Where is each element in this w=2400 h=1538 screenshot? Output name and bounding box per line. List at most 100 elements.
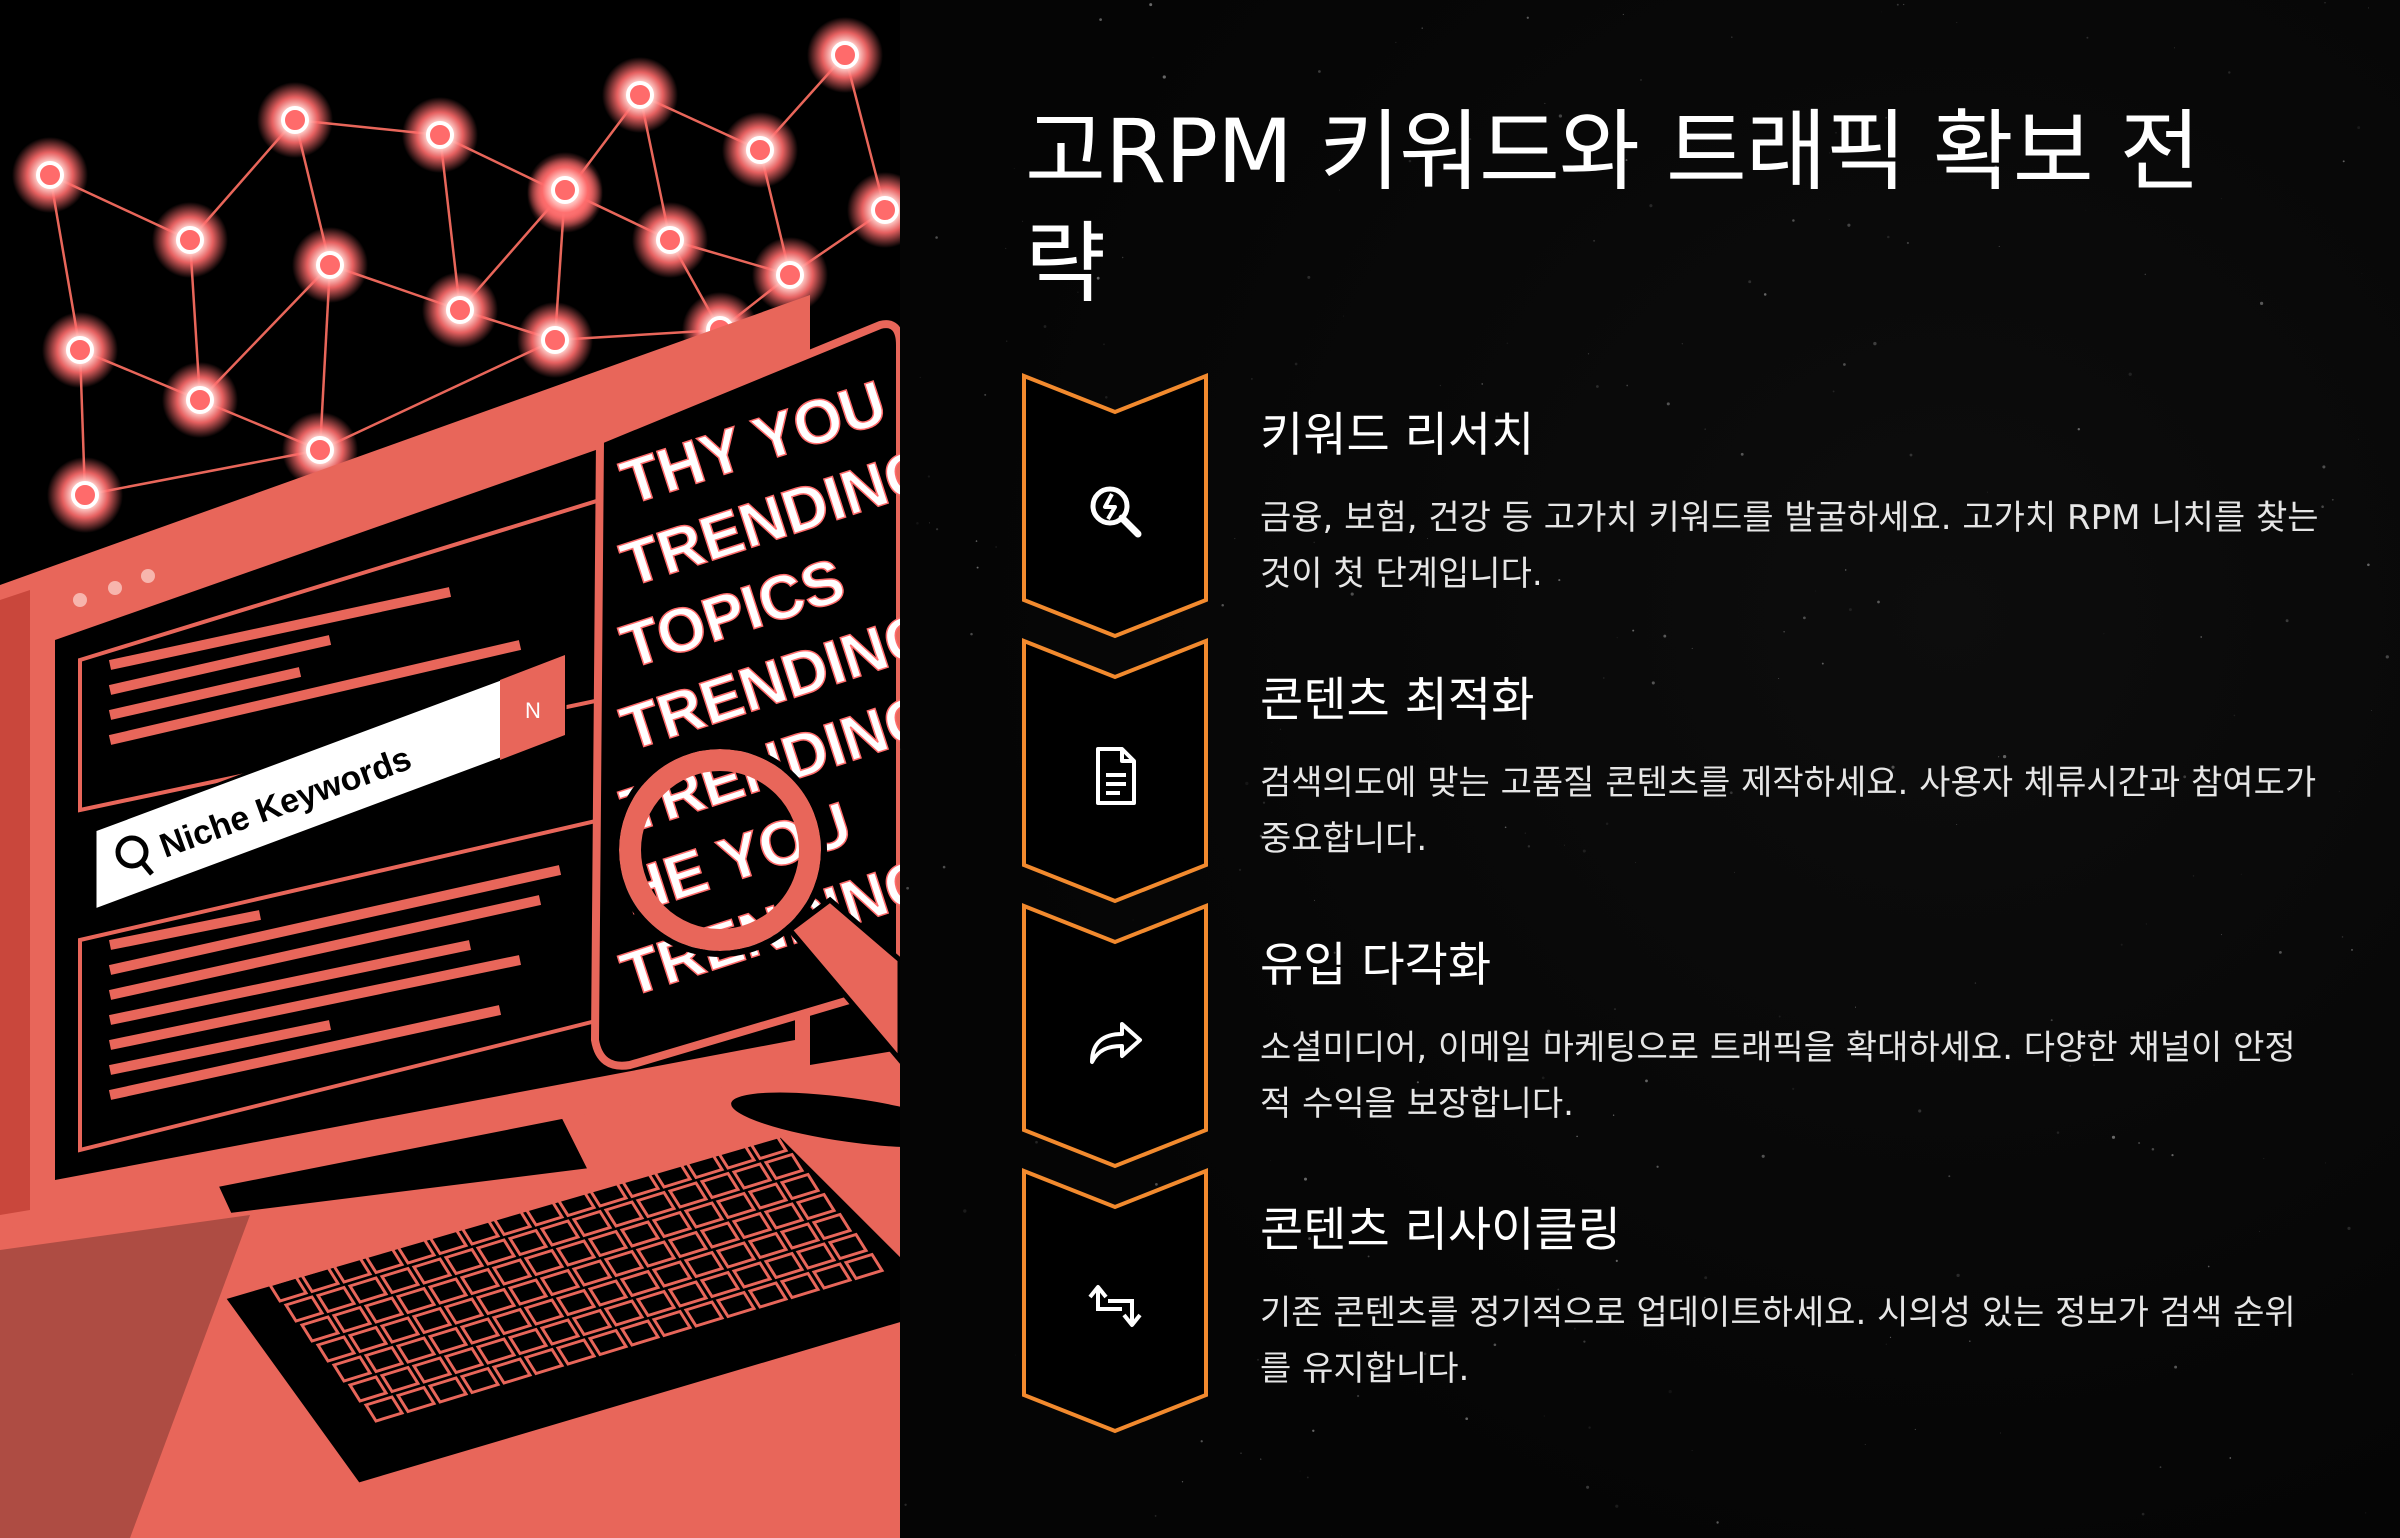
star-dot: [1154, 1514, 1157, 1517]
star-dot: [1994, 165, 1998, 169]
network-node: [446, 296, 474, 324]
keyboard-key: [379, 1316, 421, 1344]
keyboard-key: [427, 1326, 469, 1355]
keyboard-key: [619, 1220, 661, 1248]
star-dot: [1395, 41, 1397, 43]
star-dot: [1651, 681, 1655, 685]
network-node: [71, 481, 99, 509]
star-dot: [1956, 22, 1958, 23]
document-icon: [1096, 747, 1136, 805]
keyboard-key: [699, 1270, 741, 1299]
star-dot: [2347, 1226, 2351, 1230]
keyboard-key: [507, 1278, 549, 1306]
star-dot: [976, 566, 979, 569]
star-dot: [2220, 198, 2222, 200]
star-dot: [2171, 1154, 2174, 1157]
star-dot: [1043, 325, 1047, 328]
star-dot: [2351, 948, 2353, 951]
star-dot: [2321, 505, 2324, 508]
star-dot: [1181, 1481, 1184, 1483]
step-description: 검색의도에 맞는 고품질 콘텐츠를 제작하세요. 사용자 체류시간과 참여도가 …: [1260, 763, 2317, 859]
star-dot: [1889, 1336, 1892, 1339]
step-description: 소셜미디어, 이메일 마케팅으로 트래픽을 확대하세요. 다양한 채널이 안정적…: [1260, 1028, 2296, 1124]
star-dot: [1847, 223, 1851, 227]
star-dot: [1704, 1296, 1706, 1299]
keyboard-key: [779, 1271, 821, 1300]
network-node: [871, 196, 899, 224]
repeat-icon: [1088, 1285, 1142, 1327]
star-dot: [1573, 1327, 1576, 1330]
star-dot: [1469, 138, 1472, 141]
keyboard-key: [475, 1337, 517, 1365]
network-node: [176, 226, 204, 254]
star-dot: [1103, 343, 1105, 346]
star-dot: [1260, 1458, 1262, 1460]
keyboard-key: [587, 1180, 629, 1208]
keyboard-key: [331, 1305, 373, 1334]
star-dot: [1439, 384, 1442, 387]
star-dot: [2207, 1265, 2210, 1268]
star-dot: [1245, 781, 1249, 786]
star-dot: [2103, 633, 2105, 635]
star-dot: [2364, 1512, 2367, 1514]
star-dot: [2056, 1131, 2060, 1134]
star-dot: [1864, 1443, 1866, 1445]
star-dot: [2324, 1162, 2326, 1164]
star-dot: [2144, 273, 2147, 276]
star-dot: [1622, 13, 1624, 15]
star-dot: [2285, 619, 2289, 623]
star-dot: [1903, 3, 1905, 6]
star-dot: [2128, 372, 2132, 376]
star-dot: [2324, 2, 2326, 4]
keyboard-key: [843, 1252, 885, 1281]
star-dot: [1891, 765, 1895, 769]
star-dot: [1564, 778, 1566, 780]
star-dot: [1356, 1394, 1360, 1398]
star-dot: [1314, 899, 1315, 901]
keyboard-key: [747, 1231, 789, 1260]
star-dot: [2174, 1365, 2178, 1369]
keyboard-key: [635, 1190, 677, 1219]
keyboard-key: [507, 1327, 549, 1356]
star-dot: [1729, 791, 1733, 795]
star-dot: [1006, 340, 1008, 342]
star-dot: [2368, 7, 2369, 9]
star-dot: [1887, 235, 1890, 239]
keyboard-key: [619, 1319, 661, 1347]
star-dot: [1527, 175, 1530, 178]
star-dot: [2367, 563, 2370, 567]
star-dot: [1238, 868, 1242, 872]
keyboard-key: [459, 1317, 501, 1345]
star-dot: [1997, 756, 2000, 758]
star-dot: [2235, 1032, 2237, 1035]
star-dot: [1803, 616, 1806, 620]
star-dot: [1632, 629, 1635, 632]
star-dot: [2174, 47, 2175, 49]
star-dot: [1605, 822, 1609, 825]
star-dot: [1587, 353, 1590, 355]
star-dot: [1602, 677, 1605, 679]
star-dot: [1956, 1273, 1960, 1278]
keyboard-key: [491, 1357, 533, 1385]
star-dot: [1333, 951, 1336, 954]
star-dot: [1778, 1015, 1781, 1018]
star-dot: [1881, 11, 1882, 13]
star-dot: [1615, 1259, 1618, 1262]
keyboard-key: [523, 1199, 565, 1227]
keyboard-key: [395, 1336, 437, 1364]
network-node: [281, 106, 309, 134]
star-dot: [927, 475, 931, 478]
star-dot: [2278, 950, 2282, 954]
keyboard-key: [571, 1209, 613, 1238]
star-dot: [1734, 871, 1736, 873]
star-dot: [2077, 427, 2081, 431]
star-dot: [1873, 341, 1877, 346]
keyboard-key: [555, 1338, 597, 1366]
keyboard-key: [555, 1288, 597, 1317]
star-dot: [2322, 465, 2326, 469]
star-dot: [1582, 849, 1586, 853]
keyboard-key: [395, 1237, 437, 1265]
star-dot: [1015, 1354, 1017, 1356]
star-dot: [1506, 342, 1509, 345]
